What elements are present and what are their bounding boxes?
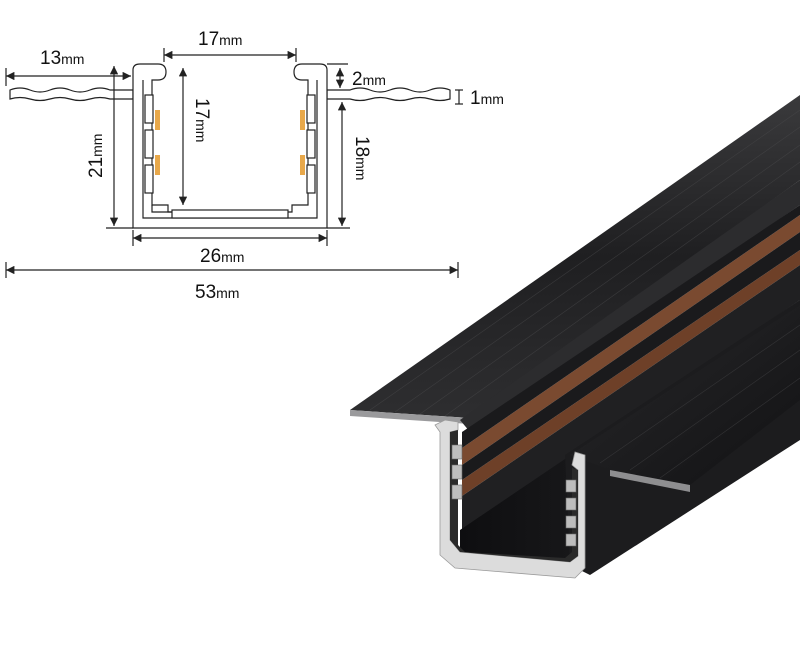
dim-body-width: 26mm bbox=[200, 246, 244, 267]
dim-total-height: 21mm bbox=[86, 134, 107, 178]
right-flange bbox=[326, 87, 451, 102]
copper-strip-upper bbox=[462, 215, 800, 465]
dim-flange-thickness: 1mm bbox=[470, 88, 504, 109]
dim-opening-width: 17mm bbox=[198, 29, 242, 50]
dimension-labels: 13mm 17mm 17mm 2mm 1mm 21mm 18mm 26mm 53… bbox=[40, 29, 504, 303]
dim-total-width: 53mm bbox=[195, 282, 239, 303]
left-flange-surface bbox=[350, 95, 800, 418]
dim-flange-width: 13mm bbox=[40, 48, 84, 69]
dim-lip-height: 2mm bbox=[352, 69, 386, 90]
track-product-render bbox=[350, 95, 800, 579]
cross-section-drawing bbox=[9, 63, 451, 229]
right-flange-surface bbox=[570, 305, 800, 485]
copper-strip-lower bbox=[462, 250, 800, 496]
dimension-lines bbox=[5, 48, 463, 278]
drawing-copper-contacts bbox=[155, 110, 305, 175]
dim-inner-height: 17mm bbox=[191, 98, 212, 142]
dim-body-height: 18mm bbox=[351, 136, 372, 180]
channel-outer bbox=[132, 63, 328, 229]
